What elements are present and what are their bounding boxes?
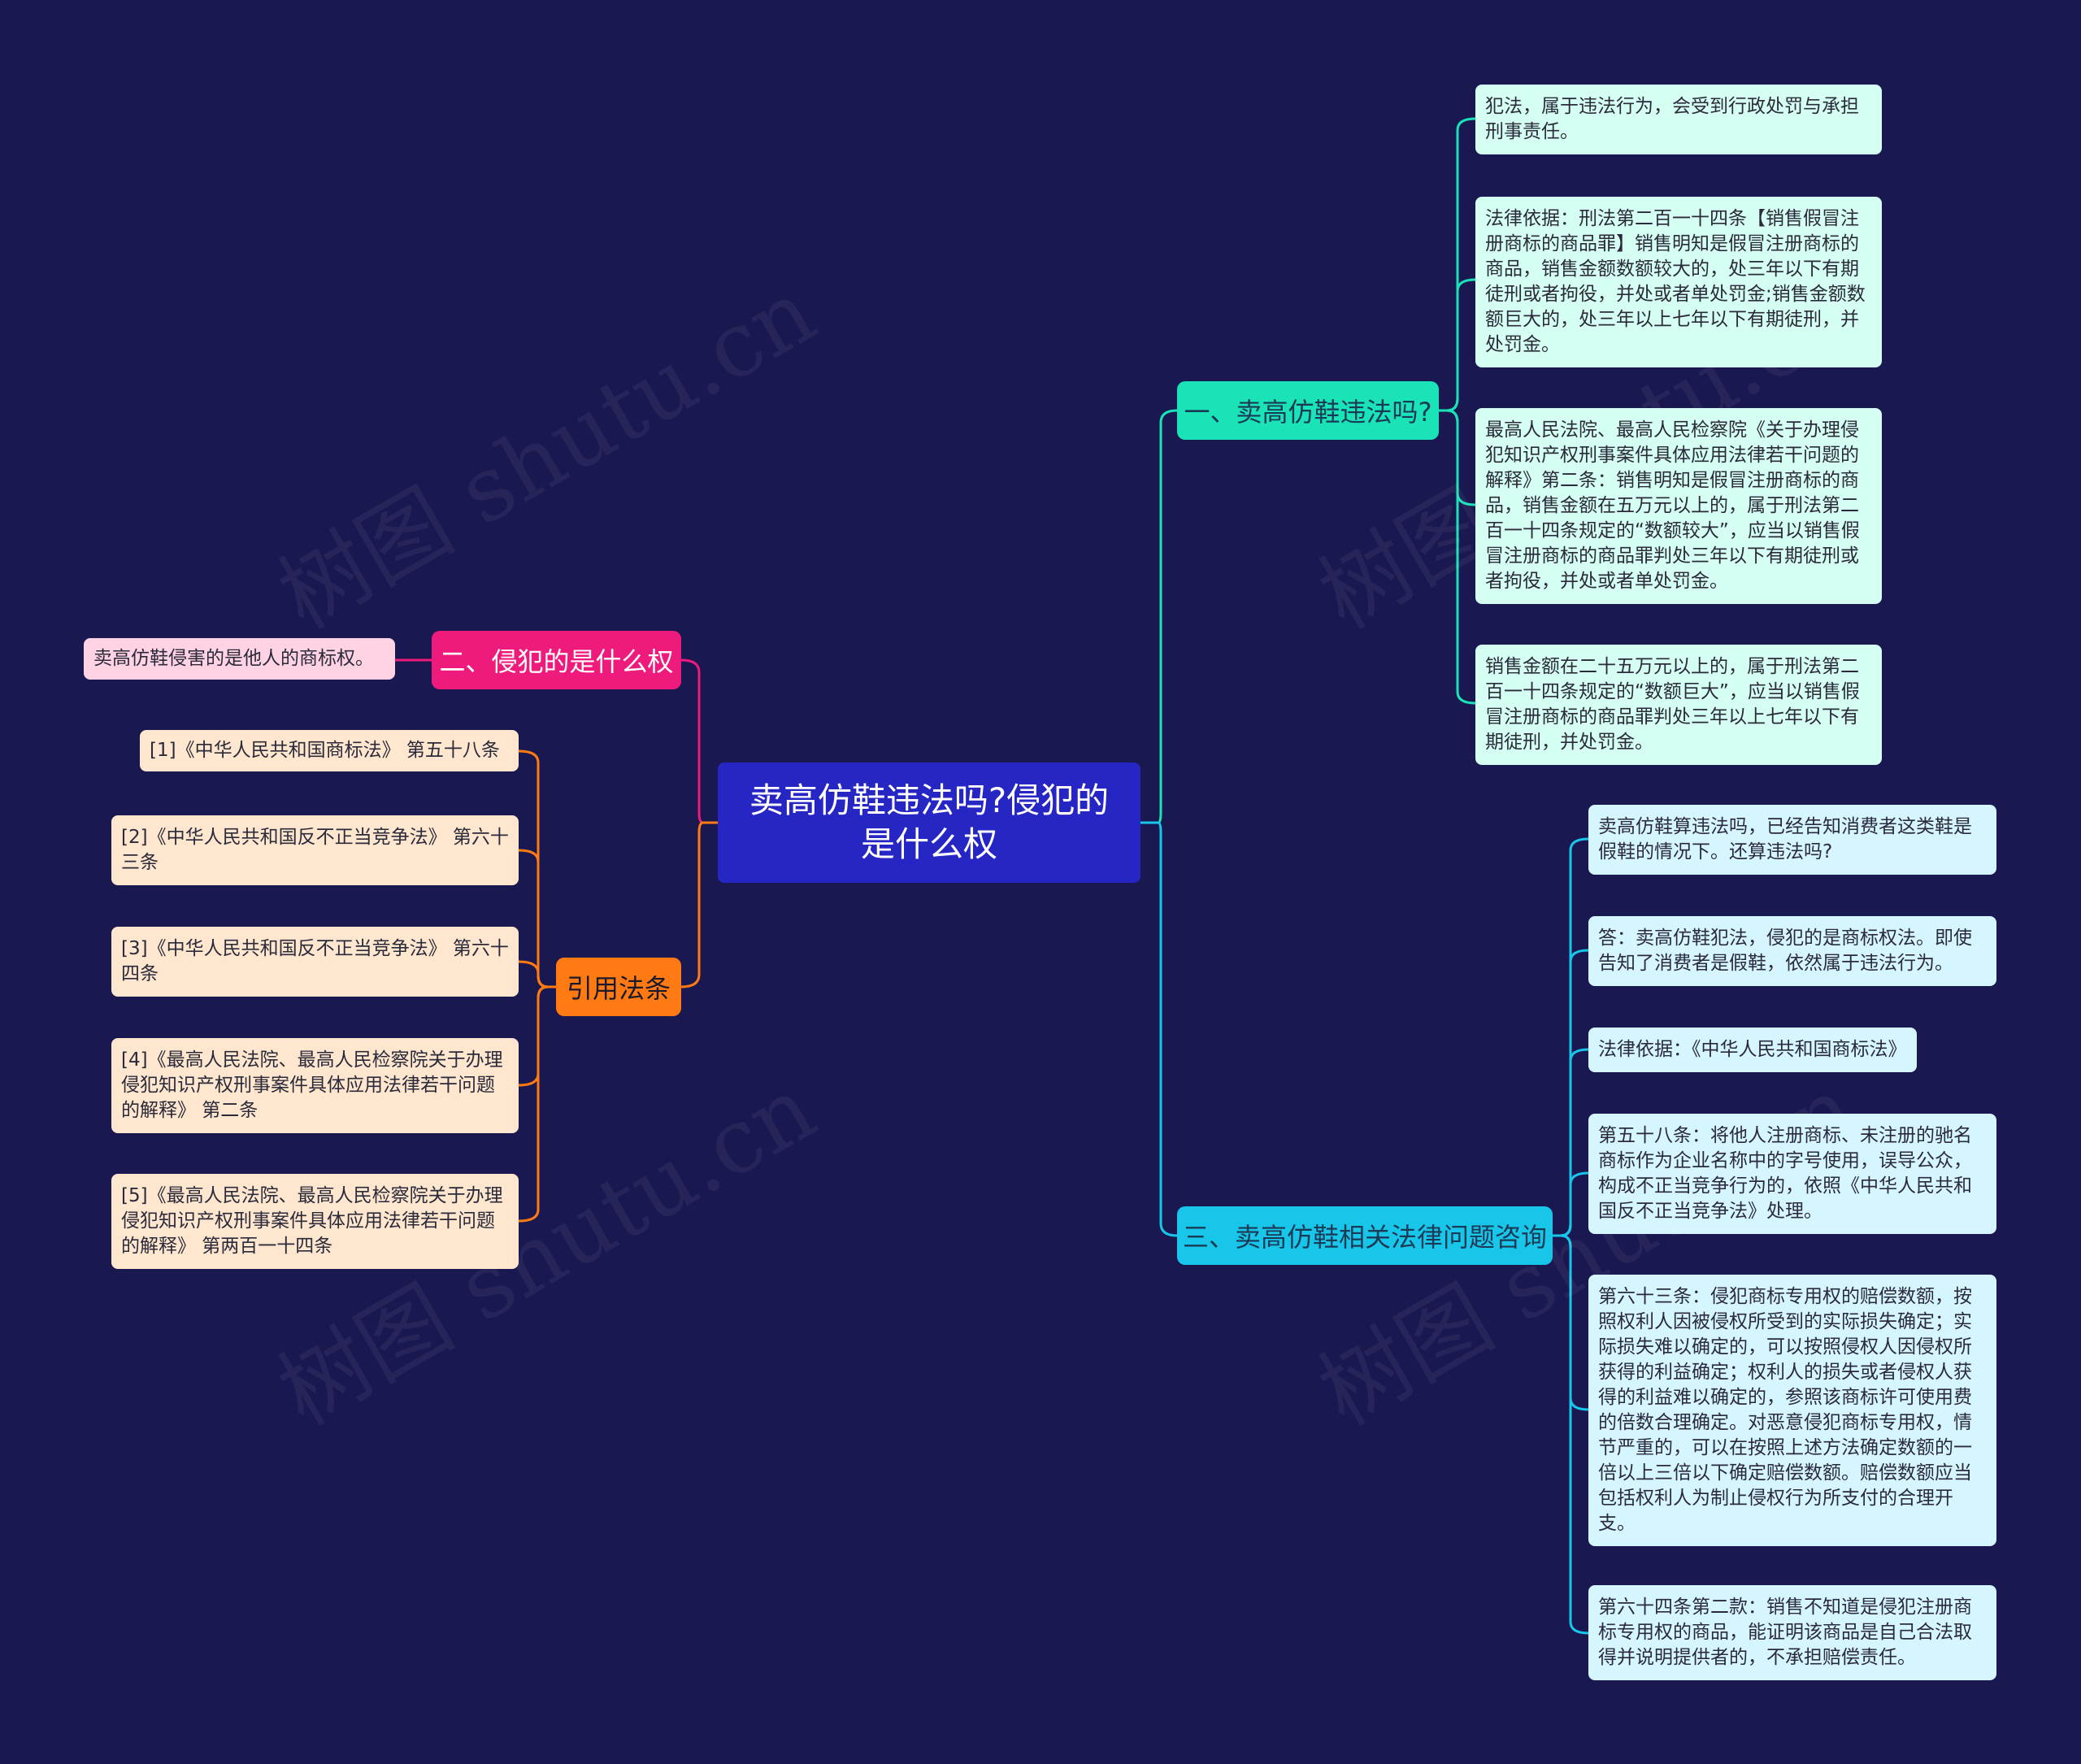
link-branch-3-leaf-6 — [1553, 1234, 1589, 1635]
link-branch-4-leaf-2 — [518, 849, 556, 988]
branch-1-leaf[interactable]: 最高人民法院、最高人民检察院《关于办理侵犯知识产权刑事案件具体应用法律若干问题的… — [1475, 408, 1882, 604]
cited-law-item[interactable]: [2]《中华人民共和国反不正当竞争法》 第六十三条 — [111, 815, 519, 885]
branch-cited-laws-topic[interactable]: 引用法条 — [556, 958, 681, 1016]
branch-1-leaf[interactable]: 犯法，属于违法行为，会受到行政处罚与承担刑事责任。 — [1475, 85, 1882, 154]
branch-2-topic[interactable]: 二、侵犯的是什么权 — [432, 631, 681, 689]
cited-law-item[interactable]: [4]《最高人民法院、最高人民检察院关于办理侵犯知识产权刑事案件具体应用法律若干… — [111, 1038, 519, 1133]
branch-3-leaf[interactable]: 第五十八条：将他人注册商标、未注册的驰名商标作为企业名称中的字号使用，误导公众，… — [1588, 1114, 1996, 1234]
branch-2-leaf[interactable]: 卖高仿鞋侵害的是他人的商标权。 — [84, 638, 395, 680]
cited-law-item[interactable]: [5]《最高人民法院、最高人民检察院关于办理侵犯知识产权刑事案件具体应用法律若干… — [111, 1174, 519, 1269]
branch-1-leaf[interactable]: 法律依据：刑法第二百一十四条【销售假冒注册商标的商品罪】销售明知是假冒注册商标的… — [1475, 197, 1882, 367]
link-branch-1-leaf-2 — [1439, 278, 1476, 412]
link-root-to-branch-2 — [680, 658, 718, 824]
link-root-to-branch-4 — [680, 821, 718, 988]
link-root-to-branch-3 — [1140, 821, 1178, 1237]
link-branch-3-leaf-4 — [1553, 1171, 1589, 1237]
branch-3-topic[interactable]: 三、卖高仿鞋相关法律问题咨询 — [1177, 1206, 1553, 1265]
branch-3-leaf[interactable]: 法律依据：《中华人民共和国商标法》 — [1588, 1028, 1917, 1072]
branch-3-leaf[interactable]: 答：卖高仿鞋犯法，侵犯的是商标权法。即使告知了消费者是假鞋，依然属于违法行为。 — [1588, 916, 1996, 986]
branch-3-leaf[interactable]: 第六十四条第二款：销售不知道是侵犯注册商标专用权的商品，能证明该商品是自己合法取… — [1588, 1585, 1996, 1680]
branch-3-leaf[interactable]: 第六十三条：侵犯商标专用权的赔偿数额，按照权利人因被侵权所受到的实际损失确定；实… — [1588, 1275, 1996, 1546]
branch-1-leaf[interactable]: 销售金额在二十五万元以上的，属于刑法第二百一十四条规定的“数额巨大”，应当以销售… — [1475, 645, 1882, 765]
link-branch-1-leaf-4 — [1439, 409, 1476, 705]
link-branch-4-leaf-5 — [518, 985, 556, 1223]
root-topic[interactable]: 卖高仿鞋违法吗?侵犯的是什么权 — [718, 763, 1140, 883]
cited-law-item[interactable]: [3]《中华人民共和国反不正当竞争法》 第六十四条 — [111, 927, 519, 997]
link-root-to-branch-1 — [1140, 409, 1178, 824]
branch-1-topic[interactable]: 一、卖高仿鞋违法吗? — [1177, 381, 1439, 440]
cited-law-item[interactable]: [1]《中华人民共和国商标法》 第五十八条 — [140, 730, 519, 771]
branch-3-leaf[interactable]: 卖高仿鞋算违法吗，已经告知消费者这类鞋是假鞋的情况下。还算违法吗? — [1588, 805, 1996, 875]
